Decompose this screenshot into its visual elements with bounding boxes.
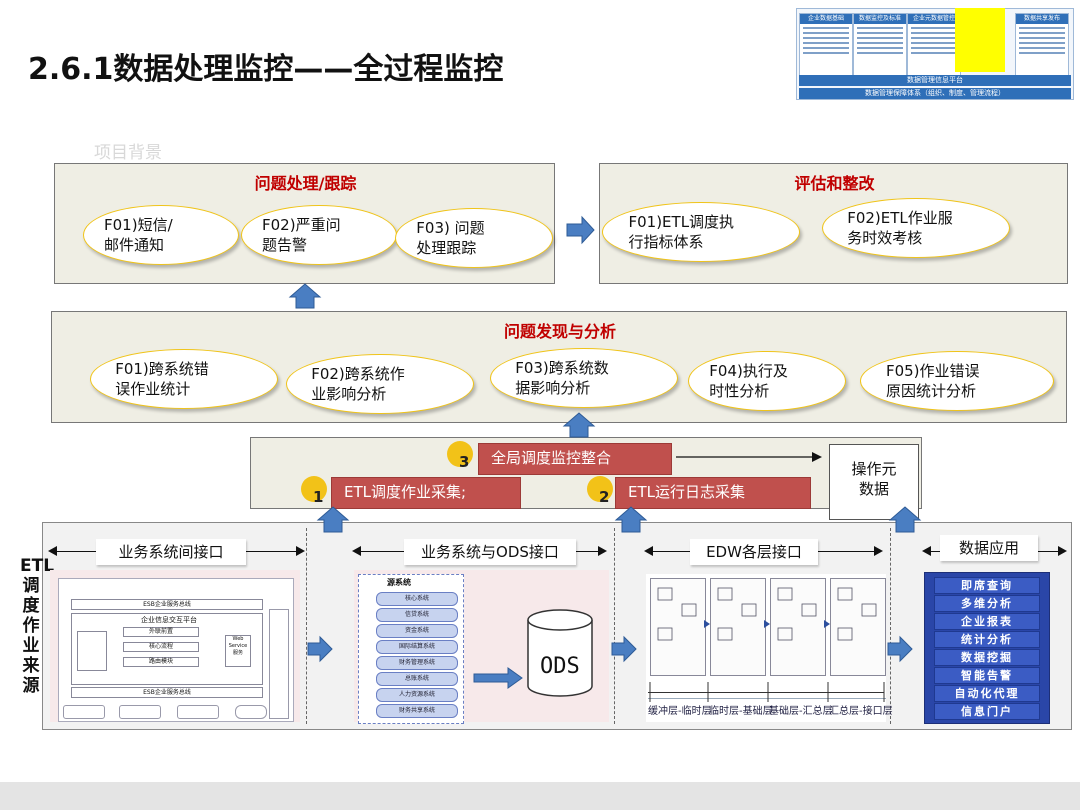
footer-band	[0, 782, 1080, 810]
issue-item-sms: F01)短信/ 邮件通知	[83, 205, 239, 265]
issue-item-tracking: F03) 问题 处理跟踪	[395, 208, 553, 268]
arrow-up-icon	[316, 506, 350, 533]
source-system-item: 资金系统	[376, 624, 458, 638]
data-app-item: 多维分析	[934, 595, 1040, 612]
step-badge-2	[587, 476, 613, 502]
edw-layer-label: 缓冲层-临时层	[648, 706, 712, 717]
thumbnail-tab-3: 企业元数据管控	[908, 14, 960, 24]
evaluation-item-metrics: F01)ETL调度执 行指标体系	[602, 202, 800, 262]
discovery-item-3: F03)跨系统数 据影响分析	[490, 348, 678, 408]
page-title: 2.6.1数据处理监控——全过程监控	[28, 52, 504, 87]
arrow-right-icon	[812, 452, 822, 462]
source-system-item: 信贷系统	[376, 608, 458, 622]
step-number-2: 2	[599, 488, 610, 506]
watermark-text: 项目背景	[94, 143, 162, 163]
section-divider	[614, 528, 615, 724]
arrow-right-icon	[887, 635, 913, 663]
discovery-item-1: F01)跨系统错 误作业统计	[90, 349, 278, 409]
bracket-arrow-right	[874, 546, 883, 556]
data-app-item: 信息门户	[934, 703, 1040, 720]
thumbnail-card: 数据共享发布	[1015, 13, 1069, 79]
arrow-up-icon	[888, 506, 922, 533]
ods-database-icon	[473, 609, 593, 697]
thumbnail-tab-2: 数据监控及标准	[854, 14, 906, 24]
bracket-arrow-right	[296, 546, 305, 556]
step-badge-3	[447, 441, 473, 467]
discovery-title: 问题发现与分析	[503, 322, 616, 341]
step-number-1: 1	[313, 488, 324, 506]
issue-item-alert: F02)严重问 题告警	[241, 205, 397, 265]
discovery-item-4: F04)执行及 时性分析	[688, 351, 846, 411]
edw-layer-details	[649, 587, 885, 702]
source-system-item: 财务共享系统	[376, 704, 458, 718]
section-divider	[306, 528, 307, 724]
source-system-item: 核心系统	[376, 592, 458, 606]
source-system-item: 国际结算系统	[376, 640, 458, 654]
arrow-right-icon	[566, 215, 595, 245]
issue-handling-panel: 问题处理/跟踪 F01)短信/ 邮件通知 F02)严重问 题告警 F03) 问题…	[54, 163, 555, 284]
section-label-ods-interface: 业务系统与ODS接口	[404, 539, 576, 565]
ods-label: ODS	[540, 654, 580, 679]
arrow-up-icon	[288, 283, 322, 309]
arrow-right-icon	[611, 635, 637, 663]
thumbnail-system-bar: 数据管理保障体系（组织、制度、管理流程）	[799, 88, 1071, 99]
step-badge-1	[301, 476, 327, 502]
edw-layer-label: 临时层-基础层	[709, 706, 773, 717]
issue-handling-title: 问题处理/跟踪	[254, 174, 357, 193]
data-app-item: 自动化代理	[934, 685, 1040, 702]
edw-layer-label: 基础层-汇总层	[769, 706, 833, 717]
data-app-item: 企业报表	[934, 613, 1040, 630]
data-app-item: 即席查询	[934, 577, 1040, 594]
bracket-arrow-left	[352, 546, 361, 556]
thumbnail-tab-5: 数据共享发布	[1016, 14, 1068, 24]
thumbnail-platform-bar: 数据管理信息平台	[799, 75, 1071, 86]
source-system-item: 总账系统	[376, 672, 458, 686]
bracket-arrow-right	[1058, 546, 1067, 556]
section-label-data-apps: 数据应用	[940, 535, 1038, 561]
source-system-item: 财务管理系统	[376, 656, 458, 670]
arrow-up-icon	[562, 412, 596, 438]
section-label-edw-interface: EDW各层接口	[690, 539, 818, 565]
thumbnail-tab-1: 企业数据基础	[800, 14, 852, 24]
bracket-arrow-left	[644, 546, 653, 556]
side-label: ETL调度作业来源	[20, 556, 55, 696]
etl-job-collect-box: ETL调度作业采集;	[331, 477, 521, 509]
data-app-item: 数据挖掘	[934, 649, 1040, 666]
thumbnail-card: 数据监控及标准	[853, 13, 907, 79]
step-number-3: 3	[459, 453, 470, 471]
evaluation-panel: 评估和整改 F01)ETL调度执 行指标体系 F02)ETL作业服 务时效考核	[599, 163, 1068, 284]
global-monitor-box: 全局调度监控整合	[478, 443, 672, 475]
discovery-panel: 问题发现与分析 F01)跨系统错 误作业统计 F02)跨系统作 业影响分析 F0…	[51, 311, 1067, 423]
etl-log-collect-box: ETL运行日志采集	[615, 477, 811, 509]
section-label-biz-interface: 业务系统间接口	[96, 539, 246, 565]
edw-layer-label: 汇总层-接口层	[829, 706, 893, 717]
discovery-item-2: F02)跨系统作 业影响分析	[286, 354, 474, 414]
edw-layers-diagram	[646, 574, 886, 722]
discovery-item-5: F05)作业错误 原因统计分析	[860, 351, 1054, 411]
overview-thumbnail: 企业数据基础 数据监控及标准 企业元数据管控 数据共享发布 数据管理信息平台 数…	[796, 8, 1074, 100]
bracket-arrow-left	[922, 546, 931, 556]
section-divider	[890, 528, 891, 724]
data-app-item: 智能告警	[934, 667, 1040, 684]
bracket-arrow-left	[48, 546, 57, 556]
arrow-right-icon	[307, 635, 333, 663]
evaluation-title: 评估和整改	[794, 174, 875, 193]
thumbnail-card: 企业元数据管控	[907, 13, 961, 79]
highlight-block	[955, 8, 1005, 72]
source-system-item: 人力资源系统	[376, 688, 458, 702]
arrow-up-icon	[614, 506, 648, 533]
evaluation-item-sla: F02)ETL作业服 务时效考核	[822, 198, 1010, 258]
esb-diagram: ESB企业服务总线 企业信息交互平台 外联前置 核心流程 路由模块 Web Se…	[58, 578, 294, 722]
data-app-item: 统计分析	[934, 631, 1040, 648]
source-system-header: 源系统	[387, 578, 411, 587]
bracket-arrow-right	[598, 546, 607, 556]
